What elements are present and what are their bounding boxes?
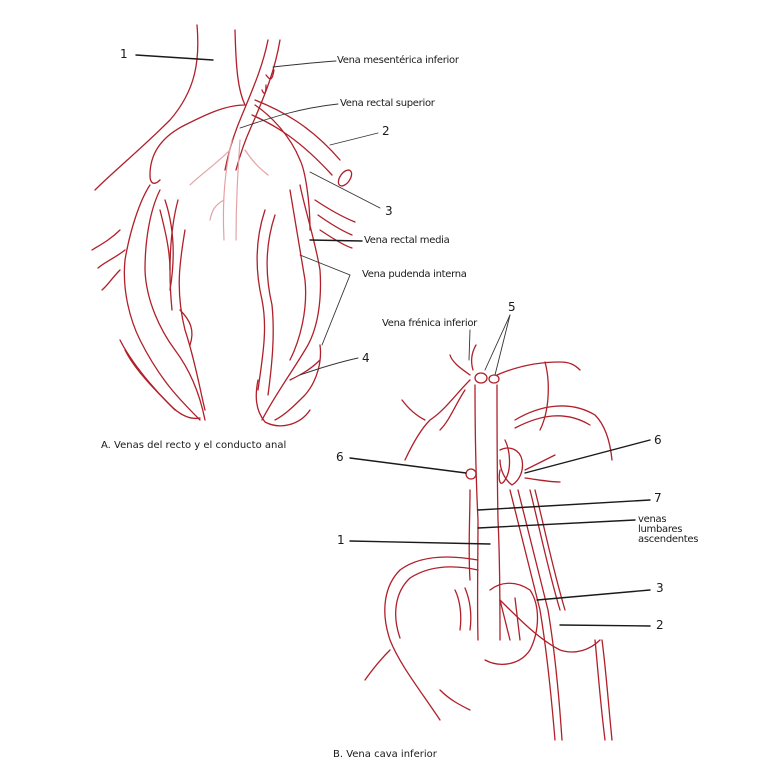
fig-a-label-1: 1 xyxy=(120,47,128,61)
figure-b-leader-lines xyxy=(349,314,651,627)
fig-a-label-2: 2 xyxy=(382,124,390,138)
label-vena-pudenda-interna: Vena pudenda interna xyxy=(362,269,467,280)
figure-b-inferior-vena-cava xyxy=(364,344,613,741)
fig-a-label-4: 4 xyxy=(362,351,370,365)
fig-b-label-3: 3 xyxy=(656,581,664,595)
figure-a-caption: A. Venas del recto y el conducto anal xyxy=(101,440,287,451)
figure-a-leader-lines xyxy=(135,54,381,376)
label-vena-rectal-superior: Vena rectal superior xyxy=(340,98,435,109)
figure-b-caption: B. Vena cava inferior xyxy=(333,749,437,760)
label-vena-frenica-inferior: Vena frénica inferior xyxy=(382,318,477,329)
fig-b-label-6-left: 6 xyxy=(336,450,344,464)
label-vena-mesenterica-inferior: Vena mesentérica inferior xyxy=(337,55,459,66)
fig-b-label-5: 5 xyxy=(508,300,516,314)
label-venas-lumbares-ascendentes: venas lumbares ascendentes xyxy=(638,514,699,545)
fig-b-label-1: 1 xyxy=(337,533,345,547)
fig-b-label-7: 7 xyxy=(654,491,662,505)
fig-b-label-2: 2 xyxy=(656,618,664,632)
figure-a-rectal-veins xyxy=(91,24,356,427)
label-vena-rectal-media: Vena rectal media xyxy=(364,235,450,246)
fig-b-label-6-right: 6 xyxy=(654,433,662,447)
fig-a-label-3: 3 xyxy=(385,204,393,218)
